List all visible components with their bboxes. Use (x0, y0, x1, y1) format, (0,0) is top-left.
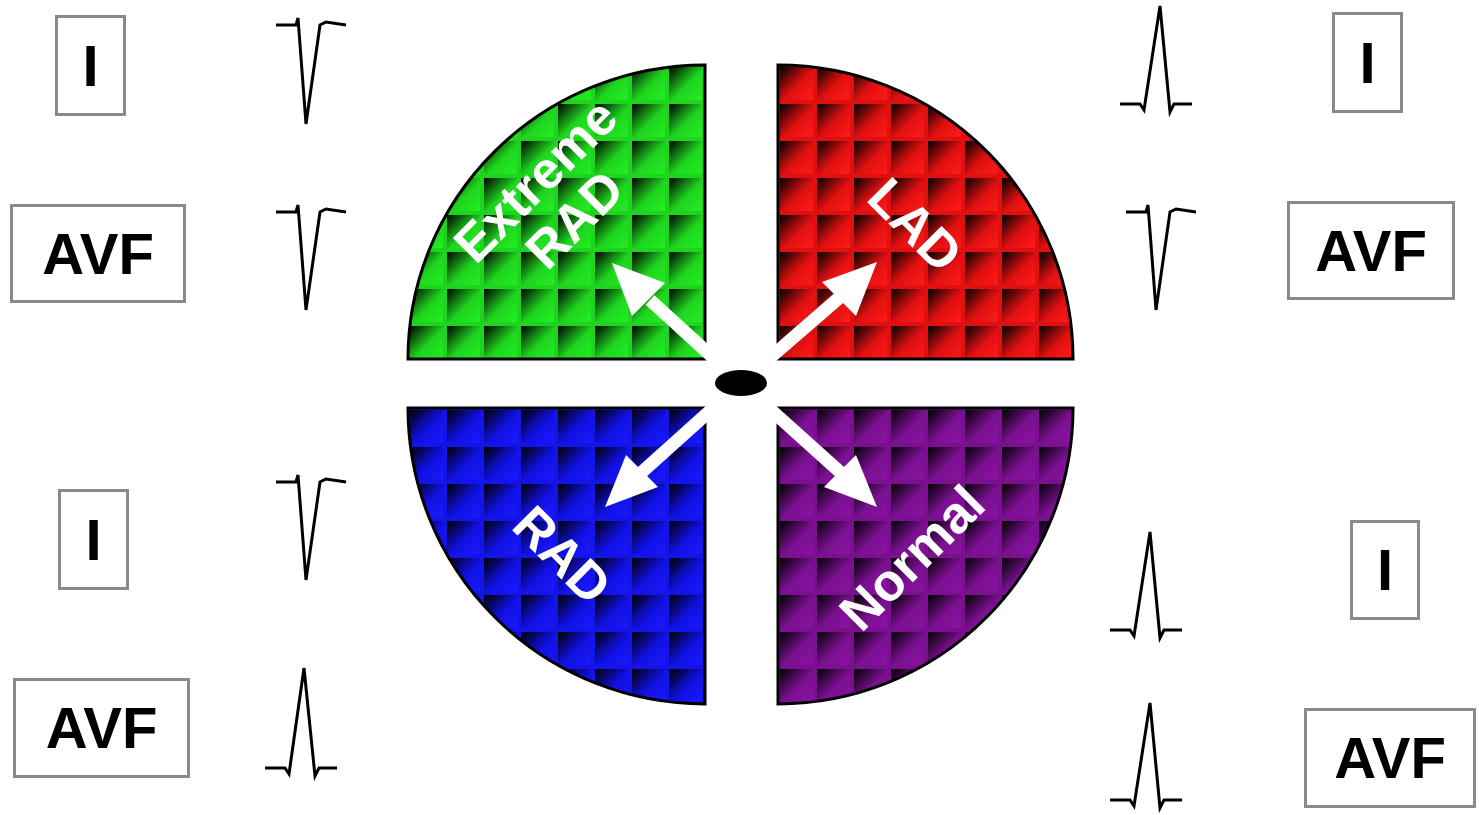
negative-qrs (276, 475, 346, 580)
lead-label: AVF (1315, 222, 1427, 280)
quadrant-outline (778, 408, 1073, 704)
negative-qrs (276, 18, 346, 124)
lead-label: AVF (42, 225, 154, 283)
lead-box: I (1350, 520, 1420, 620)
center-dot (715, 370, 767, 396)
positive-qrs (1110, 532, 1182, 638)
negative-qrs (276, 205, 346, 310)
positive-qrs (1120, 6, 1192, 112)
lead-label: I (85, 511, 101, 569)
lead-label: I (1359, 34, 1375, 92)
quadrant-outline (408, 408, 705, 704)
quadrant-outline (408, 65, 705, 359)
lead-label: AVF (46, 699, 158, 757)
lead-box: I (55, 15, 126, 116)
lead-box: AVF (1304, 708, 1476, 808)
lead-box: AVF (13, 678, 190, 778)
lead-label: AVF (1334, 729, 1446, 787)
lead-box: AVF (10, 204, 186, 303)
lead-box: I (1332, 12, 1403, 113)
quadrant-outline (778, 65, 1073, 359)
lead-box: AVF (1287, 201, 1455, 300)
positive-qrs (1110, 703, 1182, 808)
negative-qrs (1126, 205, 1196, 310)
lead-box: I (58, 489, 129, 590)
positive-qrs (265, 668, 337, 776)
lead-label: I (82, 37, 98, 95)
lead-label: I (1377, 541, 1393, 599)
